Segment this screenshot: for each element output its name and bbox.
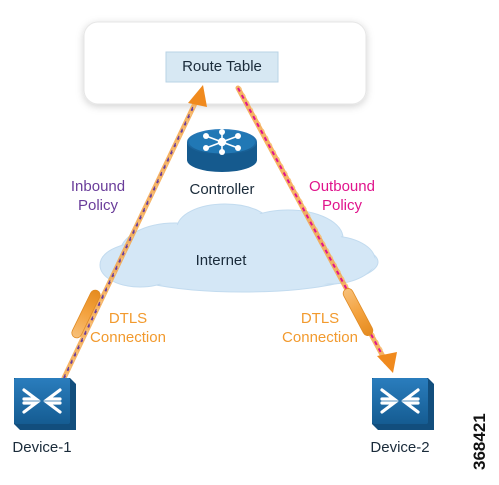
inbound-policy-label: Inbound Policy [66,177,130,215]
outbound-policy-label: Outbound Policy [302,177,382,215]
left-dtls-tube [71,289,101,339]
device-2-label: Device-2 [370,439,430,456]
device-1-label: Device-1 [12,439,72,456]
figure-number: 368421 [470,413,489,470]
route-table-label: Route Table [182,58,262,75]
outbound-policy-line1: Outbound [309,178,375,195]
inbound-policy-line2: Policy [77,197,118,214]
device-1-icon [14,378,76,430]
dtls-left-line1: DTLS [108,310,148,327]
inbound-policy-line1: Inbound [70,178,126,195]
controller-label: Controller [189,181,255,198]
dtls-right-line2: Connection [282,329,358,346]
left-connection-path [61,85,207,381]
dtls-right-line1: DTLS [300,310,340,327]
dtls-left-label: DTLS Connection [80,309,176,347]
inbound-arrowhead [188,85,207,107]
controller-icon [187,129,257,172]
internet-label: Internet [195,252,247,269]
right-dtls-tube [342,288,374,336]
route-table-box [165,51,279,83]
outbound-policy-line2: Policy [321,197,362,214]
device-2-icon [372,378,434,430]
dtls-left-line2: Connection [90,329,166,346]
dtls-right-label: DTLS Connection [272,309,368,347]
outbound-arrowhead [377,352,397,373]
internet-cloud-fill [102,206,376,290]
